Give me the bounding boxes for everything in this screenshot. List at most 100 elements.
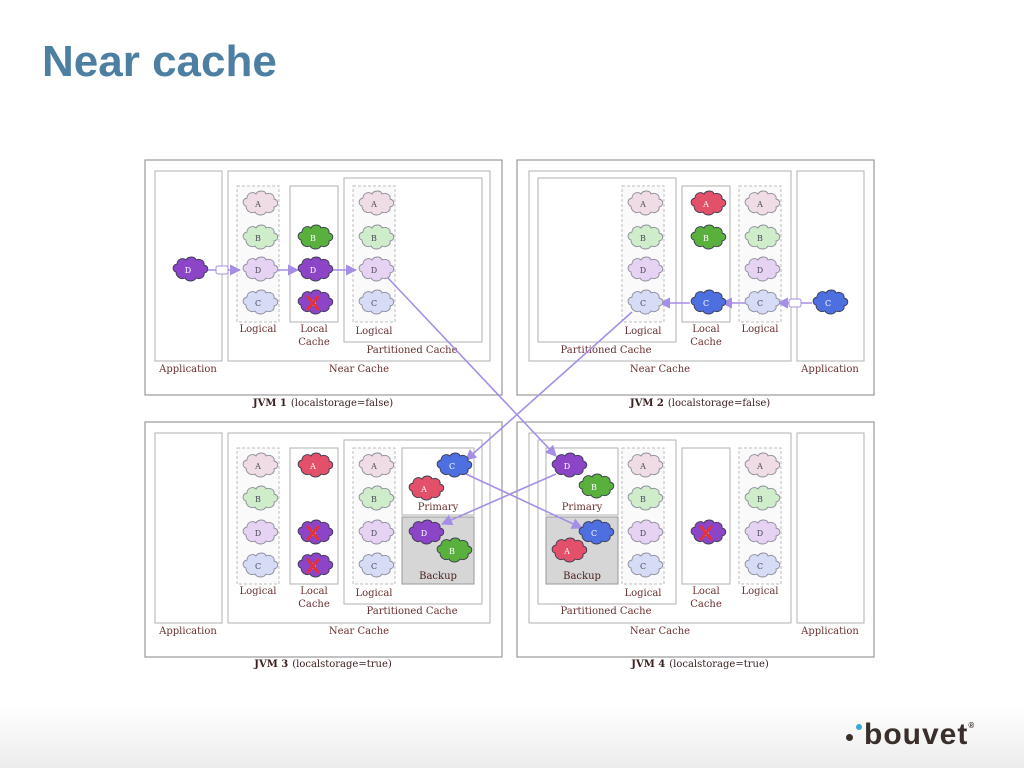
jvm-3-primary-label: Primary [418, 502, 459, 513]
arrow-jvm4-primary-to-jvm3-backup [440, 473, 557, 526]
cache-entry-jvm3-primary-a: A [408, 475, 445, 501]
cloud-key-label: B [757, 234, 763, 243]
bouvet-logo: bouvet® [846, 718, 975, 752]
cache-entry-jvm3-part-d: D [358, 519, 395, 545]
cloud-shape [358, 190, 395, 216]
arrow-jvm2-to-jvm3-primary [465, 311, 633, 461]
miss-cross-icon [306, 525, 320, 541]
jvm-3-local-label: Local [300, 586, 327, 597]
cloud-key-label: A [254, 462, 261, 471]
jvm-3-partition-logical-label: Logical [355, 588, 392, 599]
cloud-shape [551, 537, 588, 563]
cloud-shape [242, 552, 279, 578]
cache-entry-jvm3-logical-a: A [242, 452, 279, 478]
jvm-2-application-box [796, 170, 865, 362]
jvm-3-backup-label: Backup [419, 571, 457, 582]
cache-entry-jvm4-logical-c: C [744, 552, 781, 578]
cloud-key-label: B [703, 234, 709, 243]
cache-entry-jvm4-backup-c: C [578, 519, 615, 545]
cloud-shape [358, 552, 395, 578]
cache-entry-jvm3-logical-c: C [242, 552, 279, 578]
cloud-shape [408, 475, 445, 501]
cloud-key-label: D [421, 529, 427, 538]
cloud-shape [242, 289, 279, 315]
cloud-shape [690, 224, 727, 250]
cloud-key-label: D [185, 266, 191, 275]
cloud-key-label: D [255, 529, 261, 538]
cache-entry-jvm3-primary-c: C [436, 452, 473, 478]
cloud-key-label: B [371, 234, 377, 243]
logo-text: bouvet [864, 718, 969, 751]
cache-entry-jvm4-logical-a: A [744, 452, 781, 478]
cloud-key-label: B [757, 495, 763, 504]
cloud-shape [242, 224, 279, 250]
cloud-key-label: A [309, 462, 316, 471]
jvm-4-logical-label: Logical [741, 586, 778, 597]
cache-entry-jvm1-part-a: A [358, 190, 395, 216]
miss-cross-icon [699, 525, 713, 541]
cloud-shape [551, 452, 588, 478]
cloud-key-label: A [420, 485, 427, 494]
jvm-1-application-label: Application [158, 364, 217, 375]
cache-entry-jvm2-local-b: B [690, 224, 727, 250]
cloud-key-label: D [371, 266, 377, 275]
cloud-shape [242, 485, 279, 511]
jvm-3-title: JVM 3(localstorage=true) [253, 659, 392, 670]
cloud-key-label: C [255, 299, 261, 308]
cloud-key-label: A [563, 547, 570, 556]
jvm-3-application-box [154, 432, 223, 624]
cloud-shape [358, 452, 395, 478]
jvm-1: Application Near Cache Logical Local Cac… [144, 159, 503, 409]
cloud-shape [172, 256, 209, 282]
cache-entry-jvm3-local-miss-1: D [297, 519, 334, 545]
cloud-key-label: A [639, 462, 646, 471]
cloud-shape [242, 190, 279, 216]
cloud-shape [744, 485, 781, 511]
logo-mark: ® [968, 721, 976, 730]
jvm-2-partitioned-label: Partitioned Cache [561, 345, 652, 356]
jvm-3-logical-label: Logical [239, 586, 276, 597]
cloud-key-label: B [371, 495, 377, 504]
cache-entry-jvm1-logical-b: B [242, 224, 279, 250]
cloud-key-label: B [310, 234, 316, 243]
cloud-key-label: C [757, 299, 763, 308]
cache-entry-jvm3-local-a: A [297, 452, 334, 478]
jvm-4-local-cache-box [681, 447, 731, 585]
jvm-1-partitioned-label: Partitioned Cache [367, 345, 458, 356]
cloud-key-label: B [255, 495, 261, 504]
cloud-shape [627, 552, 664, 578]
cache-entry-jvm1-local-miss: D [297, 289, 334, 315]
cloud-shape [297, 452, 334, 478]
jvm-2-partition-logical-label: Logical [624, 326, 661, 337]
cache-entry-jvm3-part-a: A [358, 452, 395, 478]
jvm-3-cache-label: Cache [298, 599, 330, 610]
jvm-1-partition-logical-label: Logical [355, 326, 392, 337]
cloud-shape [690, 190, 727, 216]
cache-entry-jvm3-part-c: C [358, 552, 395, 578]
cache-entry-jvm3-backup-d: D [408, 519, 445, 545]
jvm-2-logical-label: Logical [741, 324, 778, 335]
cloud-key-label: D [640, 529, 646, 538]
cloud-key-label: A [702, 200, 709, 209]
cache-entry-jvm3-part-b: B [358, 485, 395, 511]
cloud-key-label: B [449, 547, 455, 556]
jvm-1-near-cache-label: Near Cache [329, 364, 389, 375]
cloud-key-label: D [757, 266, 763, 275]
cache-entry-jvm1-part-d: D [358, 256, 395, 282]
jvm-4-partition-logical-label: Logical [624, 588, 661, 599]
cloud-key-label: C [640, 299, 646, 308]
cache-entry-jvm3-local-miss-2: D [297, 552, 334, 578]
cache-entry-jvm4-backup-a: A [551, 537, 588, 563]
cache-entry-jvm4-logical-b: B [744, 485, 781, 511]
jvm-4-cache-label: Cache [690, 599, 722, 610]
request-glyph-jvm2 [788, 298, 802, 308]
cache-entry-jvm4-part-d: D [627, 519, 664, 545]
cache-entry-jvm1-logical-c: C [242, 289, 279, 315]
slide-title: Near cache [42, 37, 277, 86]
request-glyph-jvm1 [215, 265, 229, 275]
cloud-shape [744, 452, 781, 478]
cache-entry-jvm4-part-b: B [627, 485, 664, 511]
cache-entry-jvm2-logical-c: C [744, 289, 781, 315]
cloud-key-label: C [640, 562, 646, 571]
